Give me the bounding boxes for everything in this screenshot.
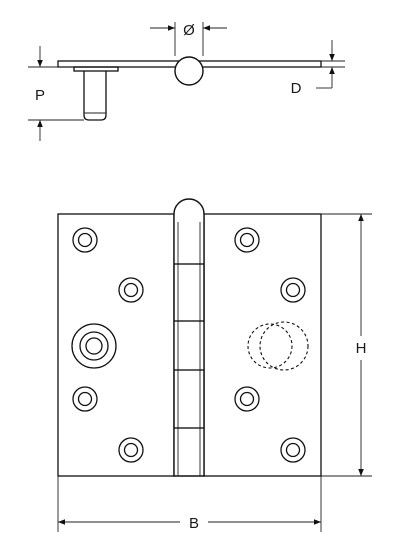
- screw-hole: [118, 437, 144, 463]
- hidden-pin-socket: [247, 321, 309, 371]
- screw-hole: [72, 227, 98, 253]
- right-screw-holes: [234, 227, 309, 463]
- left-screw-holes: [71, 227, 144, 463]
- screw-hole: [234, 386, 260, 412]
- pin-boss: [71, 323, 117, 369]
- screw-hole: [72, 386, 98, 412]
- side-pin: [83, 71, 107, 121]
- right-leaf: [203, 213, 322, 477]
- width-label: B: [189, 515, 199, 532]
- screw-hole: [118, 277, 144, 303]
- height-label: H: [356, 340, 367, 357]
- leaf-thickness-label: D: [291, 80, 302, 97]
- screw-hole: [280, 437, 306, 463]
- hinge-barrel: [173, 198, 205, 477]
- screw-hole: [234, 227, 260, 253]
- screw-hole: [280, 277, 306, 303]
- front-view: H B: [57, 198, 372, 532]
- side-view: Ø P D: [28, 22, 345, 141]
- side-knuckle: [174, 56, 204, 86]
- side-pin-collar: [73, 66, 119, 72]
- pin-diameter-label: Ø: [183, 22, 195, 39]
- pin-length-label: P: [35, 87, 45, 104]
